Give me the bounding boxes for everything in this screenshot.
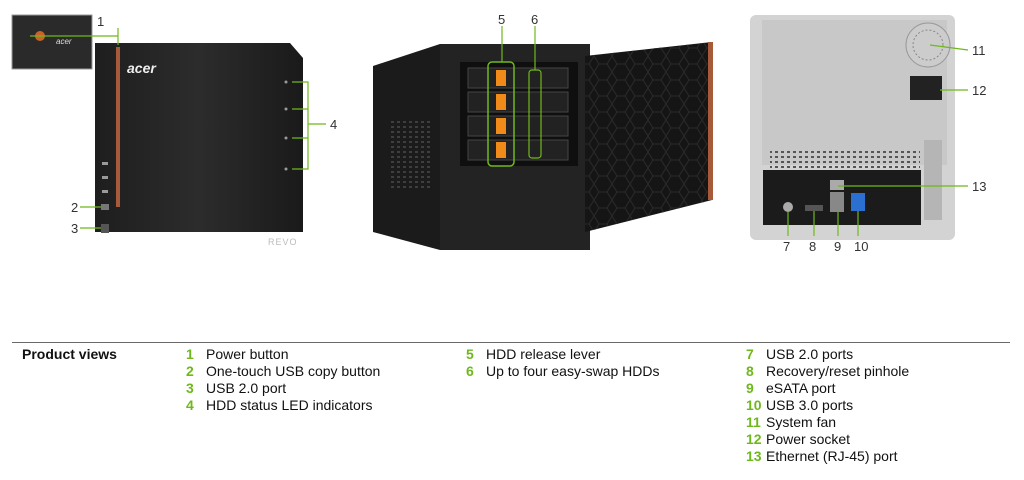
legend-number: 8 [746,363,754,379]
legend-number: 10 [746,397,762,413]
legend-label: Power socket [766,431,851,447]
legend-label: HDD status LED indicators [206,397,373,413]
legend-label: USB 2.0 ports [766,346,854,362]
legend-number: 7 [746,346,754,362]
legend-number: 13 [746,448,762,464]
legend-number: 9 [746,380,754,396]
legend-item: 2 One-touch USB copy button [186,363,380,380]
legend-label: System fan [766,414,837,430]
legend-number: 11 [746,414,761,430]
legend-item: 6 Up to four easy-swap HDDs [466,363,660,380]
legend-number: 5 [466,346,474,362]
legend-item: 3 USB 2.0 port [186,380,380,397]
callout-11: 11 [972,43,986,58]
callout-4: 4 [330,117,337,132]
legend-column-3: 7 USB 2.0 ports 8 Recovery/reset pinhole 9… [746,346,909,465]
callout-8: 8 [809,239,816,254]
legend-item: 4 HDD status LED indicators [186,397,380,414]
hdd-tray-icon [467,67,569,161]
legend-item: 9 eSATA port [746,380,909,397]
rear-view [750,15,969,240]
front-logo: acer [127,60,157,76]
zoom-inset [11,14,93,70]
legend-number: 12 [746,431,762,447]
fan-icon [905,22,951,68]
callout-6: 6 [531,12,538,27]
power-socket-icon [910,76,942,100]
callout-5: 5 [498,12,505,27]
legend-label: USB 3.0 ports [766,397,854,413]
legend-label: Recovery/reset pinhole [766,363,910,379]
front-view: acer acer REVO [11,14,326,247]
legend-column-1: 1 Power button 2 One-touch USB copy button… [186,346,380,414]
legend-label: One-touch USB copy button [206,363,381,379]
legend-item: 8 Recovery/reset pinhole [746,363,909,380]
model-logo: REVO [268,237,298,247]
inset-logo: acer [56,37,72,46]
legend-label: Up to four easy-swap HDDs [486,363,660,379]
legend-label: Ethernet (RJ-45) port [766,448,898,464]
legend-item: 1 Power button [186,346,380,363]
callout-10: 10 [854,239,868,254]
product-views-figure: acer acer REVO [11,12,986,254]
callout-numbers: 1 2 3 4 5 6 7 8 9 10 11 12 13 [71,12,986,254]
callout-12: 12 [972,83,986,98]
legend-label: Power button [206,346,289,362]
usb-port-icon [101,224,109,233]
section-title: Product views [22,346,117,362]
hdd-led-icon [284,80,288,171]
legend-label: HDD release lever [486,346,601,362]
legend-item: 7 USB 2.0 ports [746,346,909,363]
callout-7: 7 [783,239,790,254]
legend-item: 5 HDD release lever [466,346,660,363]
legend-label: USB 2.0 port [206,380,287,396]
usb-copy-button [101,204,109,210]
front-accent-strip [116,47,120,207]
legend-number: 2 [186,363,194,379]
callout-9: 9 [834,239,841,254]
legend-number: 3 [186,380,194,396]
legend-number: 1 [186,346,194,362]
callout-1: 1 [97,14,104,29]
callout-13: 13 [972,179,986,194]
legend-number: 4 [186,397,194,413]
callout-3: 3 [71,221,78,236]
ethernet-port-icon [830,180,844,190]
legend-label: eSATA port [766,380,836,396]
callout-2: 2 [71,200,78,215]
legend-number: 6 [466,363,474,379]
open-view [373,26,713,250]
legend-column-2: 5 HDD release lever 6 Up to four easy-swap… [466,346,660,380]
section-divider [12,342,1010,343]
legend-item: 11 System fan [746,414,909,431]
